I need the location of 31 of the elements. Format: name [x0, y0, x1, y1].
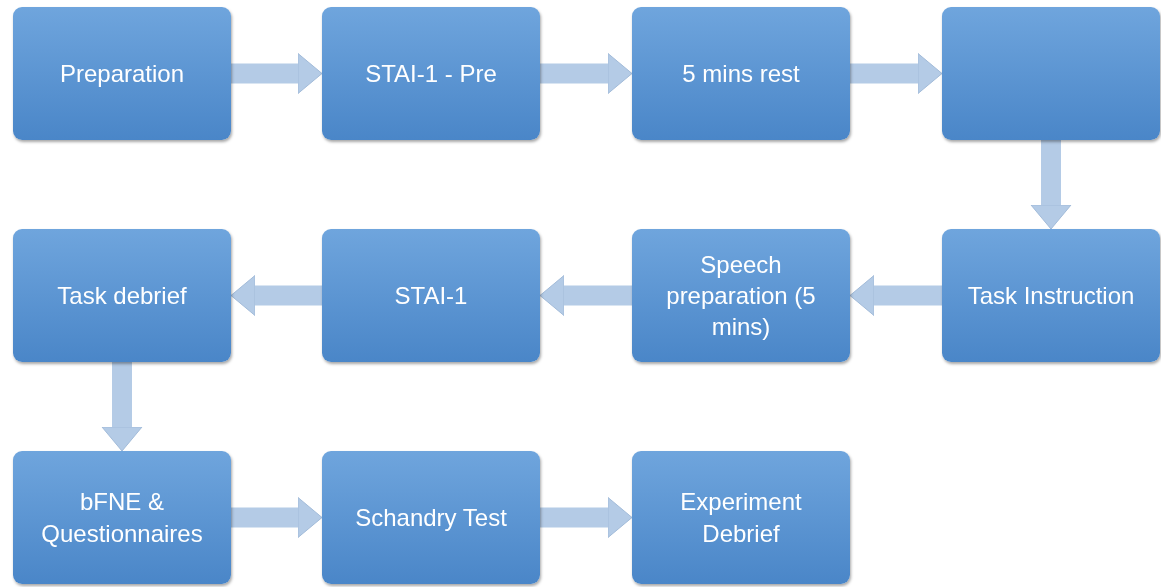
- arrow: [540, 497, 633, 538]
- process-box: [13, 7, 231, 140]
- step-label: STAI-1 - Pre: [365, 58, 497, 89]
- step-label: Experiment Debrief: [679, 487, 803, 549]
- step-label: 5 mins rest: [682, 58, 800, 89]
- process-box: [942, 7, 1160, 140]
- step-label: Speech preparation (5 mins): [665, 249, 817, 343]
- process-box: [942, 229, 1160, 362]
- step-label: Task debrief: [57, 280, 187, 311]
- process-box: [632, 7, 850, 140]
- arrow: [849, 275, 942, 316]
- arrow: [1030, 140, 1072, 230]
- step-label: bFNE & Questionnaires: [40, 487, 204, 549]
- process-box: [322, 7, 540, 140]
- arrow: [101, 362, 143, 452]
- arrow: [539, 275, 632, 316]
- step-label: STAI-1: [394, 280, 468, 311]
- process-box: [632, 451, 850, 584]
- process-box: [632, 229, 850, 362]
- arrow: [231, 497, 323, 538]
- arrow: [540, 53, 633, 94]
- arrow: [231, 53, 323, 94]
- process-box: [13, 229, 231, 362]
- step-label: Schandry Test: [355, 502, 507, 533]
- arrow: [850, 53, 943, 94]
- process-box: [322, 451, 540, 584]
- step-label: Task Instruction: [967, 280, 1135, 311]
- process-box: [13, 451, 231, 584]
- step-label: Preparation: [59, 58, 185, 89]
- process-box: [322, 229, 540, 362]
- arrow: [230, 275, 322, 316]
